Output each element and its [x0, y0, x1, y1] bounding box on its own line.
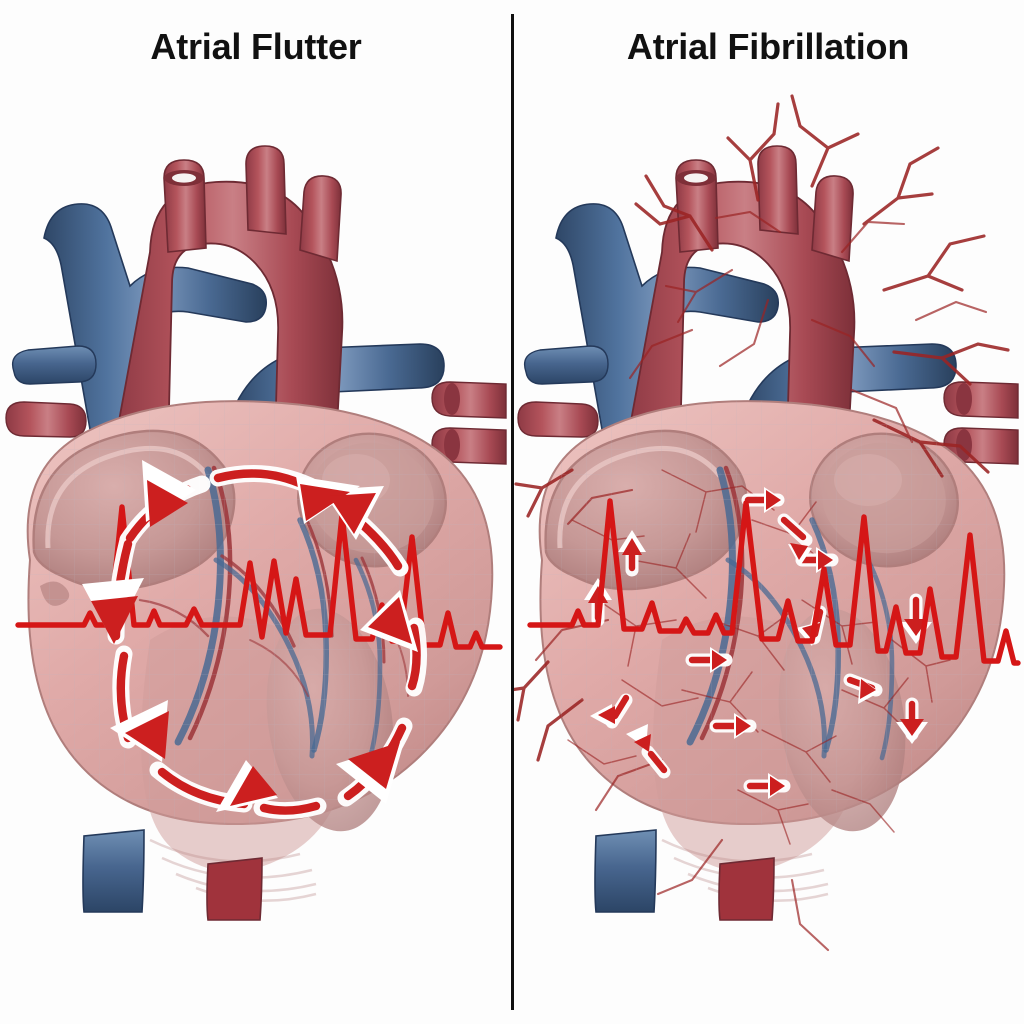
artery-stub-left-af — [517, 401, 599, 438]
left-common-carotid-af — [757, 145, 799, 235]
vein-stub-upper-left — [11, 345, 97, 385]
wavelet-arrow-lower-right — [736, 716, 751, 736]
wavelet-arrow-inferolateral — [634, 734, 651, 752]
pv-stub-upper-lumen-af — [956, 383, 972, 415]
arrowhead-septal — [91, 596, 138, 644]
panel-atrial-flutter: Atrial Flutter — [5, 26, 507, 921]
inferior-vessels-group-af — [594, 829, 775, 921]
artery-stub-left — [5, 401, 87, 438]
heart-diagram-fibrillation — [512, 94, 1021, 952]
arrowhead-lateral-down — [348, 742, 400, 789]
descending-aorta-af — [718, 857, 775, 921]
wavelet-arrow-la-diagonal — [790, 543, 808, 560]
pulmonary-vein-stub-upper-af — [943, 381, 1019, 419]
brachiocephalic-lumen-inner — [172, 173, 196, 183]
arrowhead-inferior-upleft — [125, 711, 169, 759]
arrowhead-la-downward — [368, 597, 412, 644]
panel-title-flutter: Atrial Flutter — [150, 26, 362, 67]
inferior-vessels-group — [82, 829, 263, 921]
brachiocephalic-lumen-inner-af — [684, 173, 708, 183]
heart-diagram-flutter — [5, 145, 507, 921]
reentry-circuit-arrows — [82, 460, 428, 820]
left-subclavian-artery — [299, 175, 342, 263]
inferior-vena-cava-af — [594, 829, 657, 913]
arrowhead-superior-right — [300, 484, 350, 521]
arrowhead-la-upward — [329, 493, 376, 534]
left-subclavian-artery-af — [811, 175, 854, 263]
wavelet-arrow-la-right — [818, 550, 833, 570]
pulmonary-vein-stub-upper — [431, 381, 507, 419]
arrowhead-inferior-left — [230, 766, 277, 806]
panel-title-fibrillation: Atrial Fibrillation — [626, 26, 910, 67]
arrow-heads — [82, 460, 418, 812]
wavelet-arrow-lv-down-2 — [900, 719, 924, 736]
inferior-vena-cava — [82, 829, 145, 913]
vein-stub-upper-left-af — [523, 345, 609, 385]
arrow-head-fills — [91, 480, 412, 806]
pv-stub-lower-lumen — [444, 429, 460, 461]
wavelet-arrow-apex-right — [770, 776, 785, 796]
left-common-carotid — [245, 145, 287, 235]
descending-aorta — [206, 857, 263, 921]
panel-atrial-fibrillation: Atrial Fibrillation — [512, 0, 1024, 1024]
wavelet-arrow-septal-right — [766, 490, 781, 510]
panel-divider — [511, 14, 514, 1010]
ecg-waveform-path-af — [527, 498, 1021, 666]
wavelet-arrow-ra-up-2 — [622, 538, 642, 555]
wavelet-arrow-lv-lateral — [860, 679, 876, 699]
arrowhead-ra-inferior — [147, 480, 188, 527]
wavelet-arrow-ra-inferior — [598, 706, 615, 724]
wavelet-arrow-mid-right — [712, 650, 727, 670]
ecg-trace-fibrillation — [527, 498, 1021, 666]
pv-stub-upper-lumen — [444, 383, 460, 415]
